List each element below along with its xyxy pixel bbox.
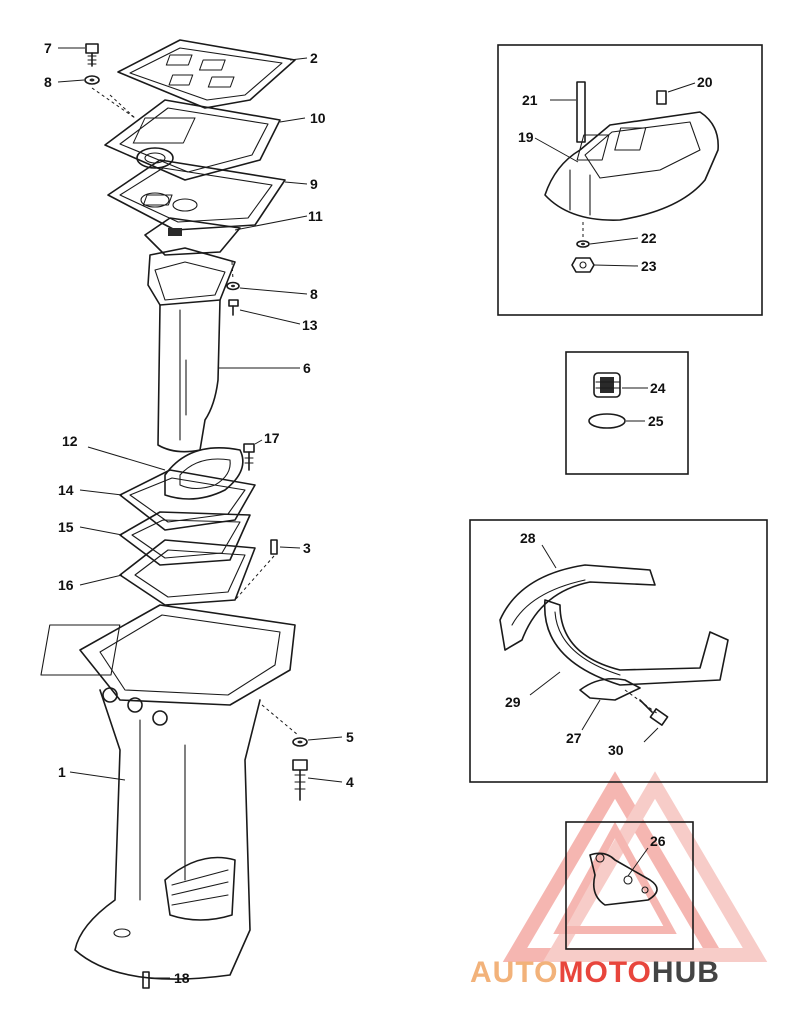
callout-18: 18 [174,970,190,986]
watermark-part-1: AUTO [470,956,558,989]
callout-11: 11 [308,208,323,224]
part-4-bolt [292,759,343,801]
part-14-plate [79,469,256,531]
part-15-gasket [79,511,251,566]
callout-4: 4 [346,774,354,790]
callout-9: 9 [310,176,318,192]
callout-8-mid: 8 [310,286,318,302]
callout-20: 20 [697,74,713,90]
callout-17: 17 [264,430,280,446]
part-2-cover-plate [117,39,308,109]
callout-14: 14 [58,482,74,498]
callout-25: 25 [648,413,664,429]
callout-26: 26 [650,833,666,849]
callout-27: 27 [566,730,582,746]
watermark-logo [502,771,768,962]
callout-30: 30 [608,742,624,758]
inset-box-adapter [497,44,763,316]
callout-labels: 7 8 2 10 9 11 8 13 6 12 17 14 15 3 16 5 … [44,40,713,986]
callout-3: 3 [303,540,311,556]
watermark-part-3: HUB [652,956,720,989]
callout-29: 29 [505,694,521,710]
inset-box-pump [565,351,689,475]
part-16-gasket [79,539,256,606]
part-6-exhaust-tube [147,247,300,453]
part-11-gasket [144,215,308,256]
callout-8-top: 8 [44,74,52,90]
callout-15: 15 [58,519,74,535]
inset-box-plate [565,821,694,950]
callout-21: 21 [522,92,538,108]
watermark-wordmark: AUTOMOTOHUB [470,956,720,989]
svg-text:AUTOMOTOHUB: AUTOMOTOHUB [470,956,720,989]
callout-5: 5 [346,729,354,745]
callout-1: 1 [58,764,66,780]
part-1-driveshaft-housing [40,604,296,980]
part-9-gasket [107,159,308,231]
callout-24: 24 [650,380,666,396]
part-8-washer-top [57,75,136,119]
part-8-washer-mid [226,261,308,295]
callout-16: 16 [58,577,74,593]
inset-box-clamps [469,519,768,783]
part-5-washer [261,704,343,747]
callout-2: 2 [310,50,318,66]
part-18-pin [142,971,170,989]
callout-6: 6 [303,360,311,376]
part-12-seal [87,446,244,500]
callout-10: 10 [310,110,326,126]
callout-7: 7 [44,40,52,56]
callout-13: 13 [302,317,318,333]
part-13-screw [228,299,301,325]
callout-12: 12 [62,433,78,449]
part-17-screw [243,439,263,471]
watermark-part-2: MOTO [558,956,651,989]
callout-22: 22 [641,230,657,246]
callout-28: 28 [520,530,536,546]
part-3-dowel-pin [234,539,301,601]
callout-19: 19 [518,129,534,145]
part-7-bolt [58,43,99,67]
callout-23: 23 [641,258,657,274]
